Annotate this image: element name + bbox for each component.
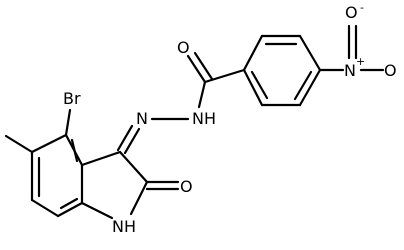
methyl-bond — [4, 134, 34, 154]
aromatic-double-bond — [70, 138, 79, 163]
nitro-group: N + O - O — [318, 1, 397, 80]
bond — [30, 133, 68, 154]
nitro-minus-charge: - — [360, 1, 364, 14]
hydrazone-nitrogen-label: N — [136, 109, 148, 128]
hydrazone-double-bond — [116, 124, 141, 155]
amide-oxygen-label: O — [177, 38, 190, 57]
bond — [298, 68, 322, 107]
nitro-plus-charge: + — [356, 55, 365, 68]
indolinone-ring: O NH — [80, 150, 193, 236]
bond — [30, 198, 60, 218]
bond — [56, 201, 84, 218]
bond — [80, 150, 122, 167]
double-bond — [116, 124, 134, 152]
bond — [129, 180, 149, 216]
bromine-substituent: Br — [63, 89, 81, 137]
bond — [242, 34, 264, 72]
bond — [197, 80, 207, 109]
nitro-oxygen-top-label: O — [345, 3, 358, 22]
bond — [203, 68, 246, 84]
indole-nh-label: NH — [112, 217, 136, 236]
nitro-nitrogen-label: N — [344, 61, 356, 80]
amide-group: O NH N — [136, 38, 246, 128]
lactam-oxygen-label: O — [180, 177, 193, 196]
double-bond — [123, 127, 141, 155]
hydrazide-nh-label: NH — [192, 109, 216, 128]
methyl-substituent — [4, 134, 34, 154]
benzene-ring-indole — [30, 133, 84, 218]
aromatic-double-bond — [250, 70, 269, 100]
bond — [64, 108, 72, 137]
bond — [242, 68, 264, 107]
bond — [118, 150, 149, 184]
bond — [80, 201, 114, 220]
aromatic-double-bond — [293, 70, 313, 101]
bond — [298, 34, 322, 72]
bond — [186, 54, 207, 84]
nitro-oxygen-right-label: O — [384, 61, 397, 80]
bromine-label: Br — [63, 89, 81, 108]
benzene-ring-nitrophenyl — [242, 34, 322, 107]
aromatic-double-bond — [59, 197, 79, 210]
double-bond — [193, 51, 214, 81]
